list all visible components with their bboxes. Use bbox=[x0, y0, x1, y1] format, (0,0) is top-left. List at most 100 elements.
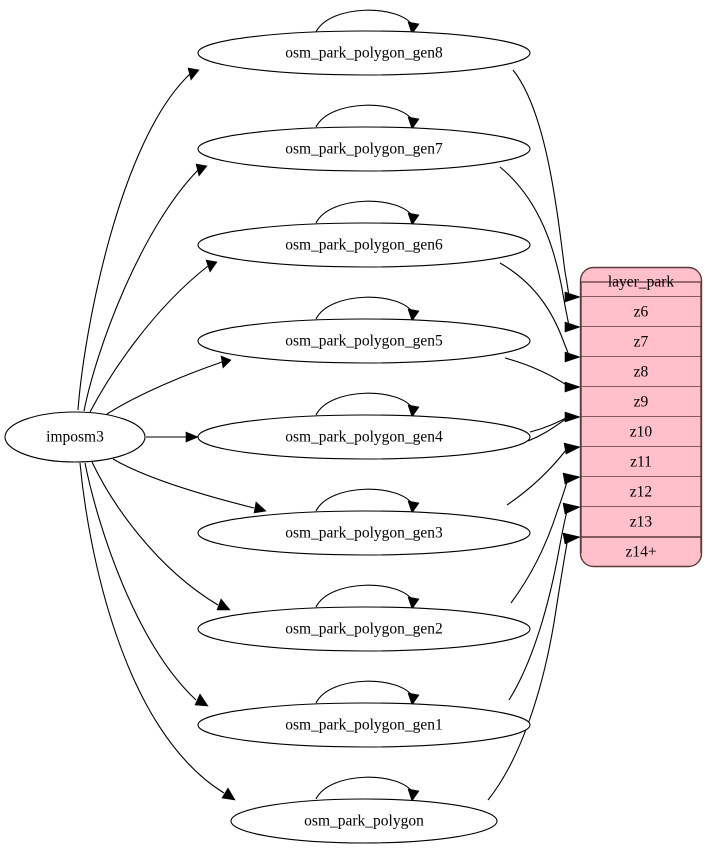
arrowhead-gen8-in bbox=[187, 67, 200, 81]
gen3-ellipse[interactable] bbox=[197, 510, 531, 556]
gen5-ellipse[interactable] bbox=[197, 318, 531, 364]
edges-from-imposm3 bbox=[77, 67, 267, 801]
edges-to-layer-park bbox=[487, 69, 581, 801]
edge-gen1-to-z13 bbox=[508, 507, 569, 701]
layer-park-header-label: layer_park bbox=[608, 274, 675, 291]
arrowhead-self-gen1 bbox=[407, 692, 420, 706]
self-loop-gen6 bbox=[315, 200, 414, 224]
base-label: osm_park_polygon bbox=[304, 813, 424, 830]
layer-park-row-z10[interactable]: z10 bbox=[581, 417, 701, 448]
arrowhead-gen2-in bbox=[216, 598, 231, 611]
layer-park-row-z13-label: z13 bbox=[630, 514, 653, 531]
arrowhead-self-gen2 bbox=[407, 596, 420, 610]
edge-gen5-to-z9 bbox=[504, 357, 566, 385]
self-loop-gen3 bbox=[315, 488, 414, 512]
arrowhead-gen3-in bbox=[253, 501, 267, 514]
gen1-label: osm_park_polygon_gen1 bbox=[285, 717, 443, 734]
arrowhead-z6 bbox=[564, 291, 581, 303]
gen8-ellipse[interactable] bbox=[197, 30, 531, 76]
layer-park-row-z9-label: z9 bbox=[634, 394, 649, 411]
arrowhead-z7 bbox=[564, 321, 581, 333]
self-loop-gen1 bbox=[315, 680, 414, 704]
self-loop-gen5 bbox=[315, 296, 414, 320]
edge-imposm3-to-base bbox=[79, 462, 225, 794]
layer-park-row-z6-label: z6 bbox=[634, 304, 649, 321]
arrowhead-self-gen7 bbox=[407, 116, 420, 130]
edge-gen4-to-z10-b bbox=[527, 418, 567, 442]
gen3-label: osm_park_polygon_gen3 bbox=[285, 525, 443, 542]
edge-imposm3-to-gen5 bbox=[103, 361, 223, 417]
arrowhead-z11 bbox=[563, 442, 581, 455]
arrowhead-z10 bbox=[564, 411, 581, 423]
node-gen5[interactable]: osm_park_polygon_gen5 bbox=[197, 318, 531, 364]
layer-park-row-z7-label: z7 bbox=[634, 334, 649, 351]
gen7-label: osm_park_polygon_gen7 bbox=[285, 141, 443, 158]
node-base[interactable]: osm_park_polygon bbox=[230, 798, 498, 844]
edge-gen8-to-z6 bbox=[512, 69, 570, 297]
gen5-label: osm_park_polygon_gen5 bbox=[285, 333, 443, 350]
layer-park-row-z13[interactable]: z13 bbox=[581, 507, 701, 538]
arrowhead-self-gen8 bbox=[407, 21, 420, 35]
gen8-label: osm_park_polygon_gen8 bbox=[285, 45, 443, 62]
arrowhead-gen1-in bbox=[194, 693, 209, 707]
edge-imposm3-to-gen7 bbox=[83, 169, 199, 412]
node-gen2[interactable]: osm_park_polygon_gen2 bbox=[197, 606, 531, 652]
layer-park-row-z7[interactable]: z7 bbox=[581, 327, 701, 358]
layer-park-row-z14-label: z14+ bbox=[625, 544, 656, 561]
layer-park-row-z8[interactable]: z8 bbox=[581, 357, 701, 388]
gen7-ellipse[interactable] bbox=[197, 126, 531, 172]
gen4-ellipse[interactable] bbox=[197, 414, 531, 460]
layer-park-row-z9[interactable]: z9 bbox=[581, 387, 701, 418]
arrowhead-z13 bbox=[562, 502, 581, 515]
edge-imposm3-to-gen3 bbox=[112, 458, 255, 509]
node-gen7[interactable]: osm_park_polygon_gen7 bbox=[197, 126, 531, 172]
arrowhead-z12 bbox=[562, 472, 581, 485]
layer-park-row-z11[interactable]: z11 bbox=[581, 447, 701, 478]
layer-park-row-z6[interactable]: z6 bbox=[581, 297, 701, 328]
node-layer-park[interactable]: layer_park z6 z7 z8 z9 z bbox=[579, 266, 703, 568]
edge-imposm3-to-gen1 bbox=[84, 462, 197, 701]
node-gen8[interactable]: osm_park_polygon_gen8 bbox=[197, 30, 531, 76]
edge-gen7-to-z7 bbox=[499, 166, 570, 327]
arrowhead-self-gen3 bbox=[407, 500, 420, 514]
node-gen3[interactable]: osm_park_polygon_gen3 bbox=[197, 510, 531, 556]
node-gen1[interactable]: osm_park_polygon_gen1 bbox=[197, 702, 531, 748]
layer-park-row-z14[interactable]: z14+ bbox=[625, 544, 656, 561]
arrowhead-base-in bbox=[221, 787, 236, 801]
node-gen4[interactable]: osm_park_polygon_gen4 bbox=[197, 414, 531, 460]
imposm3-ellipse[interactable] bbox=[4, 411, 146, 463]
layer-park-row-z8-label: z8 bbox=[634, 364, 649, 381]
arrowhead-self-gen4 bbox=[407, 404, 420, 418]
self-loop-gen8 bbox=[315, 9, 414, 33]
edge-gen2-to-z12 bbox=[510, 477, 569, 604]
gen2-ellipse[interactable] bbox=[197, 606, 531, 652]
layer-park-row-z12[interactable]: z12 bbox=[581, 477, 701, 508]
edge-imposm3-to-gen8 bbox=[77, 73, 191, 411]
arrowhead-z8 bbox=[564, 351, 581, 363]
arrowhead-z14 bbox=[562, 532, 581, 545]
edge-gen3-to-z11 bbox=[506, 449, 567, 506]
arrowhead-z9 bbox=[564, 381, 581, 393]
node-imposm3[interactable]: imposm3 bbox=[4, 411, 146, 463]
edge-imposm3-to-gen2 bbox=[91, 461, 219, 606]
layer-park-row-z10-label: z10 bbox=[630, 424, 653, 441]
arrowhead-self-base bbox=[407, 788, 420, 802]
node-gen6[interactable]: osm_park_polygon_gen6 bbox=[197, 222, 531, 268]
self-loop-gen2 bbox=[315, 584, 414, 608]
edge-gen6-to-z8 bbox=[499, 262, 570, 357]
gen6-ellipse[interactable] bbox=[197, 222, 531, 268]
arrowhead-gen4-in bbox=[185, 431, 199, 443]
imposm3-label: imposm3 bbox=[46, 429, 104, 446]
base-ellipse[interactable] bbox=[230, 798, 498, 844]
gen1-ellipse[interactable] bbox=[197, 702, 531, 748]
gen6-label: osm_park_polygon_gen6 bbox=[285, 237, 443, 254]
edge-imposm3-to-gen6 bbox=[89, 265, 209, 413]
layer-park-row-z12-label: z12 bbox=[630, 484, 652, 501]
edge-gen4-to-z10-a bbox=[529, 417, 567, 433]
layer-park-row-z11-label: z11 bbox=[630, 454, 652, 471]
edge-base-to-z14 bbox=[487, 537, 569, 801]
arrowhead-gen6-in bbox=[205, 259, 218, 273]
self-loop-gen4 bbox=[315, 392, 414, 416]
self-loops bbox=[315, 9, 420, 802]
